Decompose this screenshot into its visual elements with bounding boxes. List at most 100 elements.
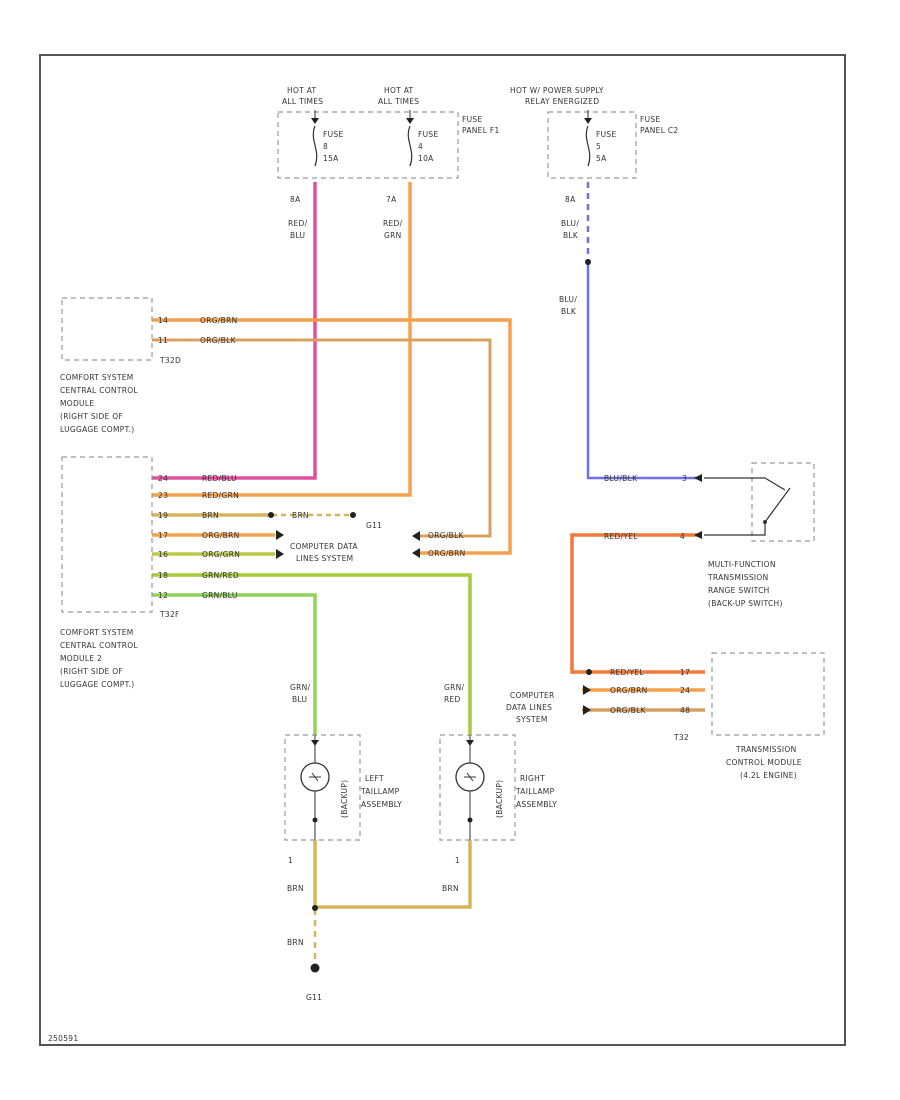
switch-contact-bot <box>704 487 791 536</box>
left-lamp-terminal <box>312 817 318 823</box>
fuse-panel-c2-box <box>547 111 637 179</box>
range-switch-box <box>751 462 815 542</box>
tcm-arrow-2 <box>583 705 591 715</box>
ccm2-pin-1: 23 <box>158 491 168 500</box>
cds-arrow-1 <box>276 530 284 540</box>
ccm2-pin-0: 24 <box>158 474 168 483</box>
wire3-color1: BLU/ <box>561 219 579 228</box>
wire2-pin: 7A <box>386 195 397 204</box>
wire3-pin: 8A <box>565 195 576 204</box>
ccm1-wire-a: ORG/BRN <box>200 316 238 325</box>
tcm-label-2: (4.2L ENGINE) <box>740 771 797 780</box>
tcm-wire-2: ORG/BLK <box>610 706 647 715</box>
switch-label-2: RANGE SWITCH <box>708 586 770 595</box>
switch-label-0: MULTI-FUNCTION <box>708 560 776 569</box>
fuse3-name: FUSE <box>596 130 617 139</box>
left-lamp-arrow <box>311 740 319 746</box>
ccm2-pins: 24 23 19 17 16 18 12 <box>158 474 168 600</box>
hot1-line2: ALL TIMES <box>282 97 323 106</box>
right-lamp-terminal <box>467 817 473 823</box>
right-bulb-filament <box>464 772 476 782</box>
wire2-color1: RED/ <box>383 219 403 228</box>
ccm1-label-3: (RIGHT SIDE OF <box>60 412 123 421</box>
wire2-color2: GRN <box>384 231 402 240</box>
panel-c2-line1: FUSE <box>640 115 661 124</box>
mid-brn-label: BRN <box>292 511 309 520</box>
ccm2-label-2: MODULE 2 <box>60 654 102 663</box>
left-ground-pin: 1 <box>288 856 293 865</box>
switch-arrow-bot <box>694 531 702 539</box>
fuse2-symbol <box>407 125 413 167</box>
ccm2-connector: T32F <box>159 610 180 619</box>
ccm1-box <box>61 297 153 361</box>
left-lamp-label-0: LEFT <box>365 774 384 783</box>
ccm2-pin-6: 12 <box>158 591 168 600</box>
fuse1-symbol <box>312 125 318 167</box>
wire-ccm1-org-brn <box>152 318 512 555</box>
right-lamp-label-1: TAILLAMP <box>515 787 555 796</box>
ground-wire-1: BRN <box>287 884 304 893</box>
ccm2-pin-4: 16 <box>158 550 168 559</box>
fuse3-amp: 5A <box>596 154 607 163</box>
tcm-pin-0: 17 <box>680 668 690 677</box>
ccm2-wire-5: GRN/RED <box>202 571 239 580</box>
wire3-color2: BLK <box>563 231 579 240</box>
wire-red-grn <box>152 182 412 497</box>
ground-wire-3: BRN <box>287 938 304 947</box>
splice-brn-right <box>350 512 356 518</box>
fuse1-amp: 15A <box>323 154 339 163</box>
mid-right-wire2: ORG/BRN <box>428 549 466 558</box>
tcm-cds-line1: COMPUTER <box>510 691 555 700</box>
ccm2-box <box>61 456 153 613</box>
ccm2-wire-2: BRN <box>202 511 219 520</box>
right-lamp-wire2: RED <box>444 695 461 704</box>
ccm2-wire-0: RED/BLU <box>202 474 237 483</box>
tcm-label-0: TRANSMISSION <box>735 745 797 754</box>
switch-pin-top: 3 <box>682 474 687 483</box>
switch-arrow-top <box>694 474 702 482</box>
right-lamp-label-2: ASSEMBLY <box>516 800 557 809</box>
fuse2-amp: 10A <box>418 154 434 163</box>
wire-ccm2-grn-red <box>152 573 472 735</box>
hot3-line2: RELAY ENERGIZED <box>525 97 599 106</box>
ccm1-wire-b: ORG/BLK <box>200 336 237 345</box>
wire-red-yel <box>570 533 705 674</box>
tcm-pin-2: 48 <box>680 706 690 715</box>
cds-arrow-2 <box>276 549 284 559</box>
wire-ground-brn <box>313 840 472 909</box>
panel-f1-line1: FUSE <box>462 115 483 124</box>
ccm2-wire-1: RED/GRN <box>202 491 239 500</box>
hot1-line1: HOT AT <box>287 86 317 95</box>
ground-label: G11 <box>306 993 322 1002</box>
ground-wire-2: BRN <box>442 884 459 893</box>
hot3-line1: HOT W/ POWER SUPPLY <box>510 86 604 95</box>
panel-c2-line2: PANEL C2 <box>640 126 679 135</box>
ccm2-wire-4: ORG/GRN <box>202 550 240 559</box>
ccm1-pin-a: 14 <box>158 316 168 325</box>
switch-pivot <box>763 520 767 524</box>
cds-arrow-3 <box>412 531 420 541</box>
wire-ccm2-grn-blu <box>152 593 317 735</box>
fuse1-arrow <box>311 118 319 124</box>
tcm-connector: T32 <box>673 733 689 742</box>
ccm2-pin-2: 19 <box>158 511 168 520</box>
wire1-color2: BLU <box>290 231 305 240</box>
left-lamp-label-1: TAILLAMP <box>360 787 400 796</box>
tcm-wire-1: ORG/BRN <box>610 686 648 695</box>
cds-line2: LINES SYSTEM <box>296 554 353 563</box>
right-ground-pin: 1 <box>455 856 460 865</box>
fuse2-num: 4 <box>418 142 423 151</box>
wire3b-color1: BLU/ <box>559 295 577 304</box>
switch-wire-bot: RED/YEL <box>604 532 638 541</box>
ccm2-label-4: LUGGAGE COMPT.) <box>60 680 135 689</box>
ccm1-label-4: LUGGAGE COMPT.) <box>60 425 135 434</box>
ccm1-label-0: COMFORT SYSTEM <box>60 373 134 382</box>
ccm2-label-0: COMFORT SYSTEM <box>60 628 134 637</box>
ccm1-label-1: CENTRAL CONTROL <box>60 386 138 395</box>
switch-label-1: TRANSMISSION <box>707 573 769 582</box>
ground-point-icon <box>310 963 320 973</box>
right-lamp-wire1: GRN/ <box>444 683 465 692</box>
ccm2-wire-labels: RED/BLU RED/GRN BRN ORG/BRN ORG/GRN GRN/… <box>202 474 240 600</box>
ccm2-label-3: (RIGHT SIDE OF <box>60 667 123 676</box>
mid-ground-label: G11 <box>366 521 382 530</box>
